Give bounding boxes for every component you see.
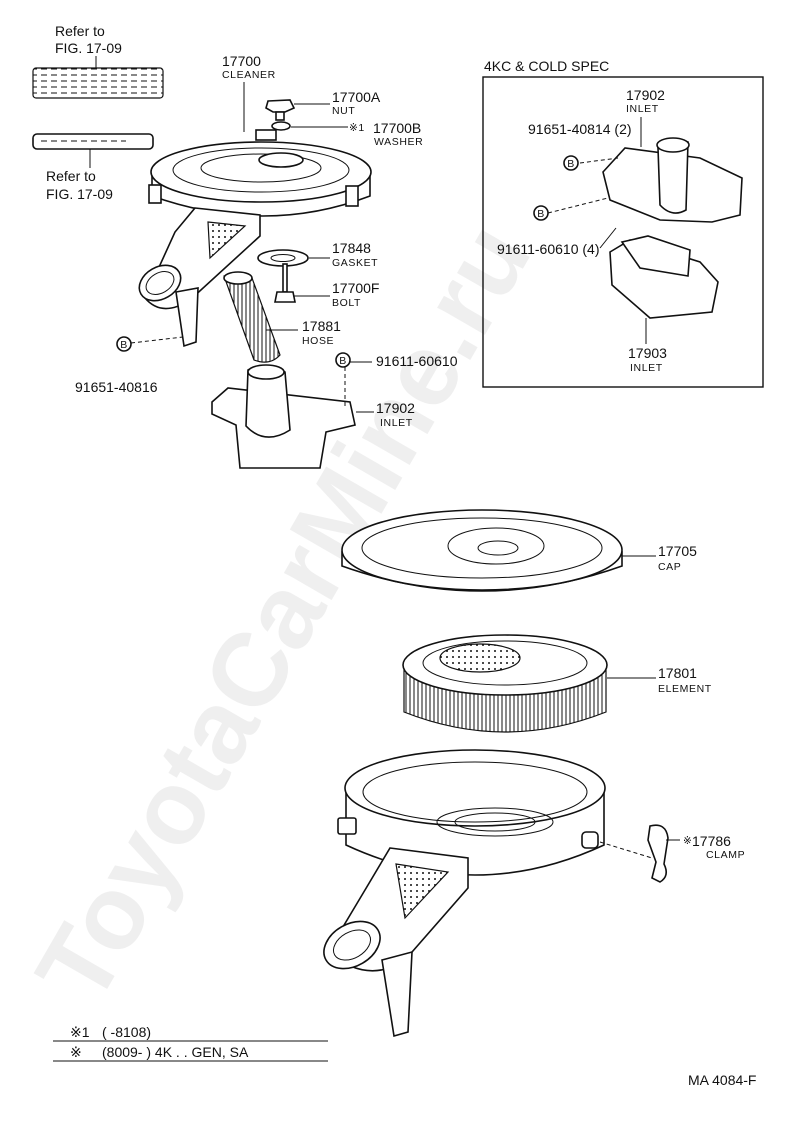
spec-inlet-lower-name: INLET bbox=[630, 362, 663, 374]
cap-drawing: 17705 CAP bbox=[341, 509, 697, 592]
label-sticker-icon bbox=[32, 67, 164, 99]
air-cleaner-assembly-drawing bbox=[138, 99, 372, 469]
cap-part-name: CAP bbox=[658, 561, 681, 573]
bolt-symbol-right: B bbox=[339, 355, 347, 367]
cleaner-case-drawing: ※ 17786 CLAMP bbox=[323, 749, 745, 1038]
cap-part-number: 17705 bbox=[658, 543, 697, 559]
inlet-part-name: INLET bbox=[380, 417, 413, 429]
nut-part-name: NUT bbox=[332, 105, 355, 117]
upper-leader-lines bbox=[130, 82, 374, 413]
ref-bottom-line1: Refer to bbox=[46, 168, 96, 184]
upper-callouts: 17700 CLEANER 17700A NUT ※1 17700B WASHE… bbox=[75, 53, 458, 429]
note-1-mark: ※1 bbox=[70, 1024, 90, 1040]
ref-bottom-line2: FIG. 17-09 bbox=[46, 186, 113, 202]
note-2-mark: ※ bbox=[70, 1044, 82, 1060]
nut-part-number: 17700A bbox=[332, 89, 381, 105]
spec-inlet-upper-number: 17902 bbox=[626, 87, 665, 103]
spec-bolt-symbol-lower: B bbox=[537, 208, 545, 220]
note-2-text: (8009- ) 4K . . GEN, SA bbox=[102, 1044, 249, 1060]
inlet-part-number: 17902 bbox=[376, 400, 415, 416]
figure-code: MA 4084-F bbox=[688, 1072, 756, 1088]
clamp-part-number: 17786 bbox=[692, 833, 731, 849]
bolt-part-name: BOLT bbox=[332, 297, 361, 309]
washer-part-number: 17700B bbox=[373, 120, 421, 136]
clamp-part-name: CLAMP bbox=[706, 849, 745, 861]
footnotes: ※1 ( -8108) ※ (8009- ) 4K . . GEN, SA bbox=[53, 1024, 328, 1062]
gasket-part-number: 17848 bbox=[332, 240, 371, 256]
washer-part-name: WASHER bbox=[374, 136, 423, 148]
clamp-mark: ※ bbox=[683, 835, 692, 847]
hose-part-number: 17881 bbox=[302, 318, 341, 334]
bolt-left-part-number: 91651-40816 bbox=[75, 379, 158, 395]
spec-bolt-symbol-upper: B bbox=[567, 158, 575, 170]
note-1-text: ( -8108) bbox=[102, 1024, 151, 1040]
cleaner-part-number: 17700 bbox=[222, 53, 261, 69]
spec-bolt-4-number: 91611-60610 (4) bbox=[497, 241, 599, 257]
bolt-symbol-icon bbox=[335, 352, 351, 368]
cold-spec-box: 4KC & COLD SPEC 17902 INLET 91651-40814 … bbox=[482, 58, 764, 388]
element-drawing: 17801 ELEMENT bbox=[402, 634, 712, 733]
bolt-symbol-icon bbox=[563, 155, 579, 171]
cleaner-part-name: CLEANER bbox=[222, 69, 276, 81]
spec-inlet-lower-number: 17903 bbox=[628, 345, 667, 361]
hose-part-name: HOSE bbox=[302, 335, 334, 347]
ref-top-line1: Refer to bbox=[55, 23, 105, 39]
bolt-symbol-left: B bbox=[120, 339, 128, 351]
watermark: ToyotaCarMine.ru bbox=[14, 205, 553, 1022]
ref-top-line2: FIG. 17-09 bbox=[55, 40, 122, 56]
element-part-name: ELEMENT bbox=[658, 683, 712, 695]
bolt-symbol-icon bbox=[116, 336, 132, 352]
bolt-right-part-number: 91611-60610 bbox=[376, 353, 458, 369]
washer-mark: ※1 bbox=[349, 122, 365, 134]
gasket-part-name: GASKET bbox=[332, 257, 378, 269]
element-part-number: 17801 bbox=[658, 665, 697, 681]
spec-box-title: 4KC & COLD SPEC bbox=[484, 58, 609, 74]
spec-inlet-upper-name: INLET bbox=[626, 103, 659, 115]
spec-bolt-2-number: 91651-40814 (2) bbox=[528, 121, 632, 137]
bolt-symbol-icon bbox=[533, 205, 549, 221]
reference-label-bottom: Refer to FIG. 17-09 bbox=[32, 133, 154, 202]
reference-label-top: Refer to FIG. 17-09 bbox=[32, 23, 164, 99]
bolt-part-number: 17700F bbox=[332, 280, 379, 296]
